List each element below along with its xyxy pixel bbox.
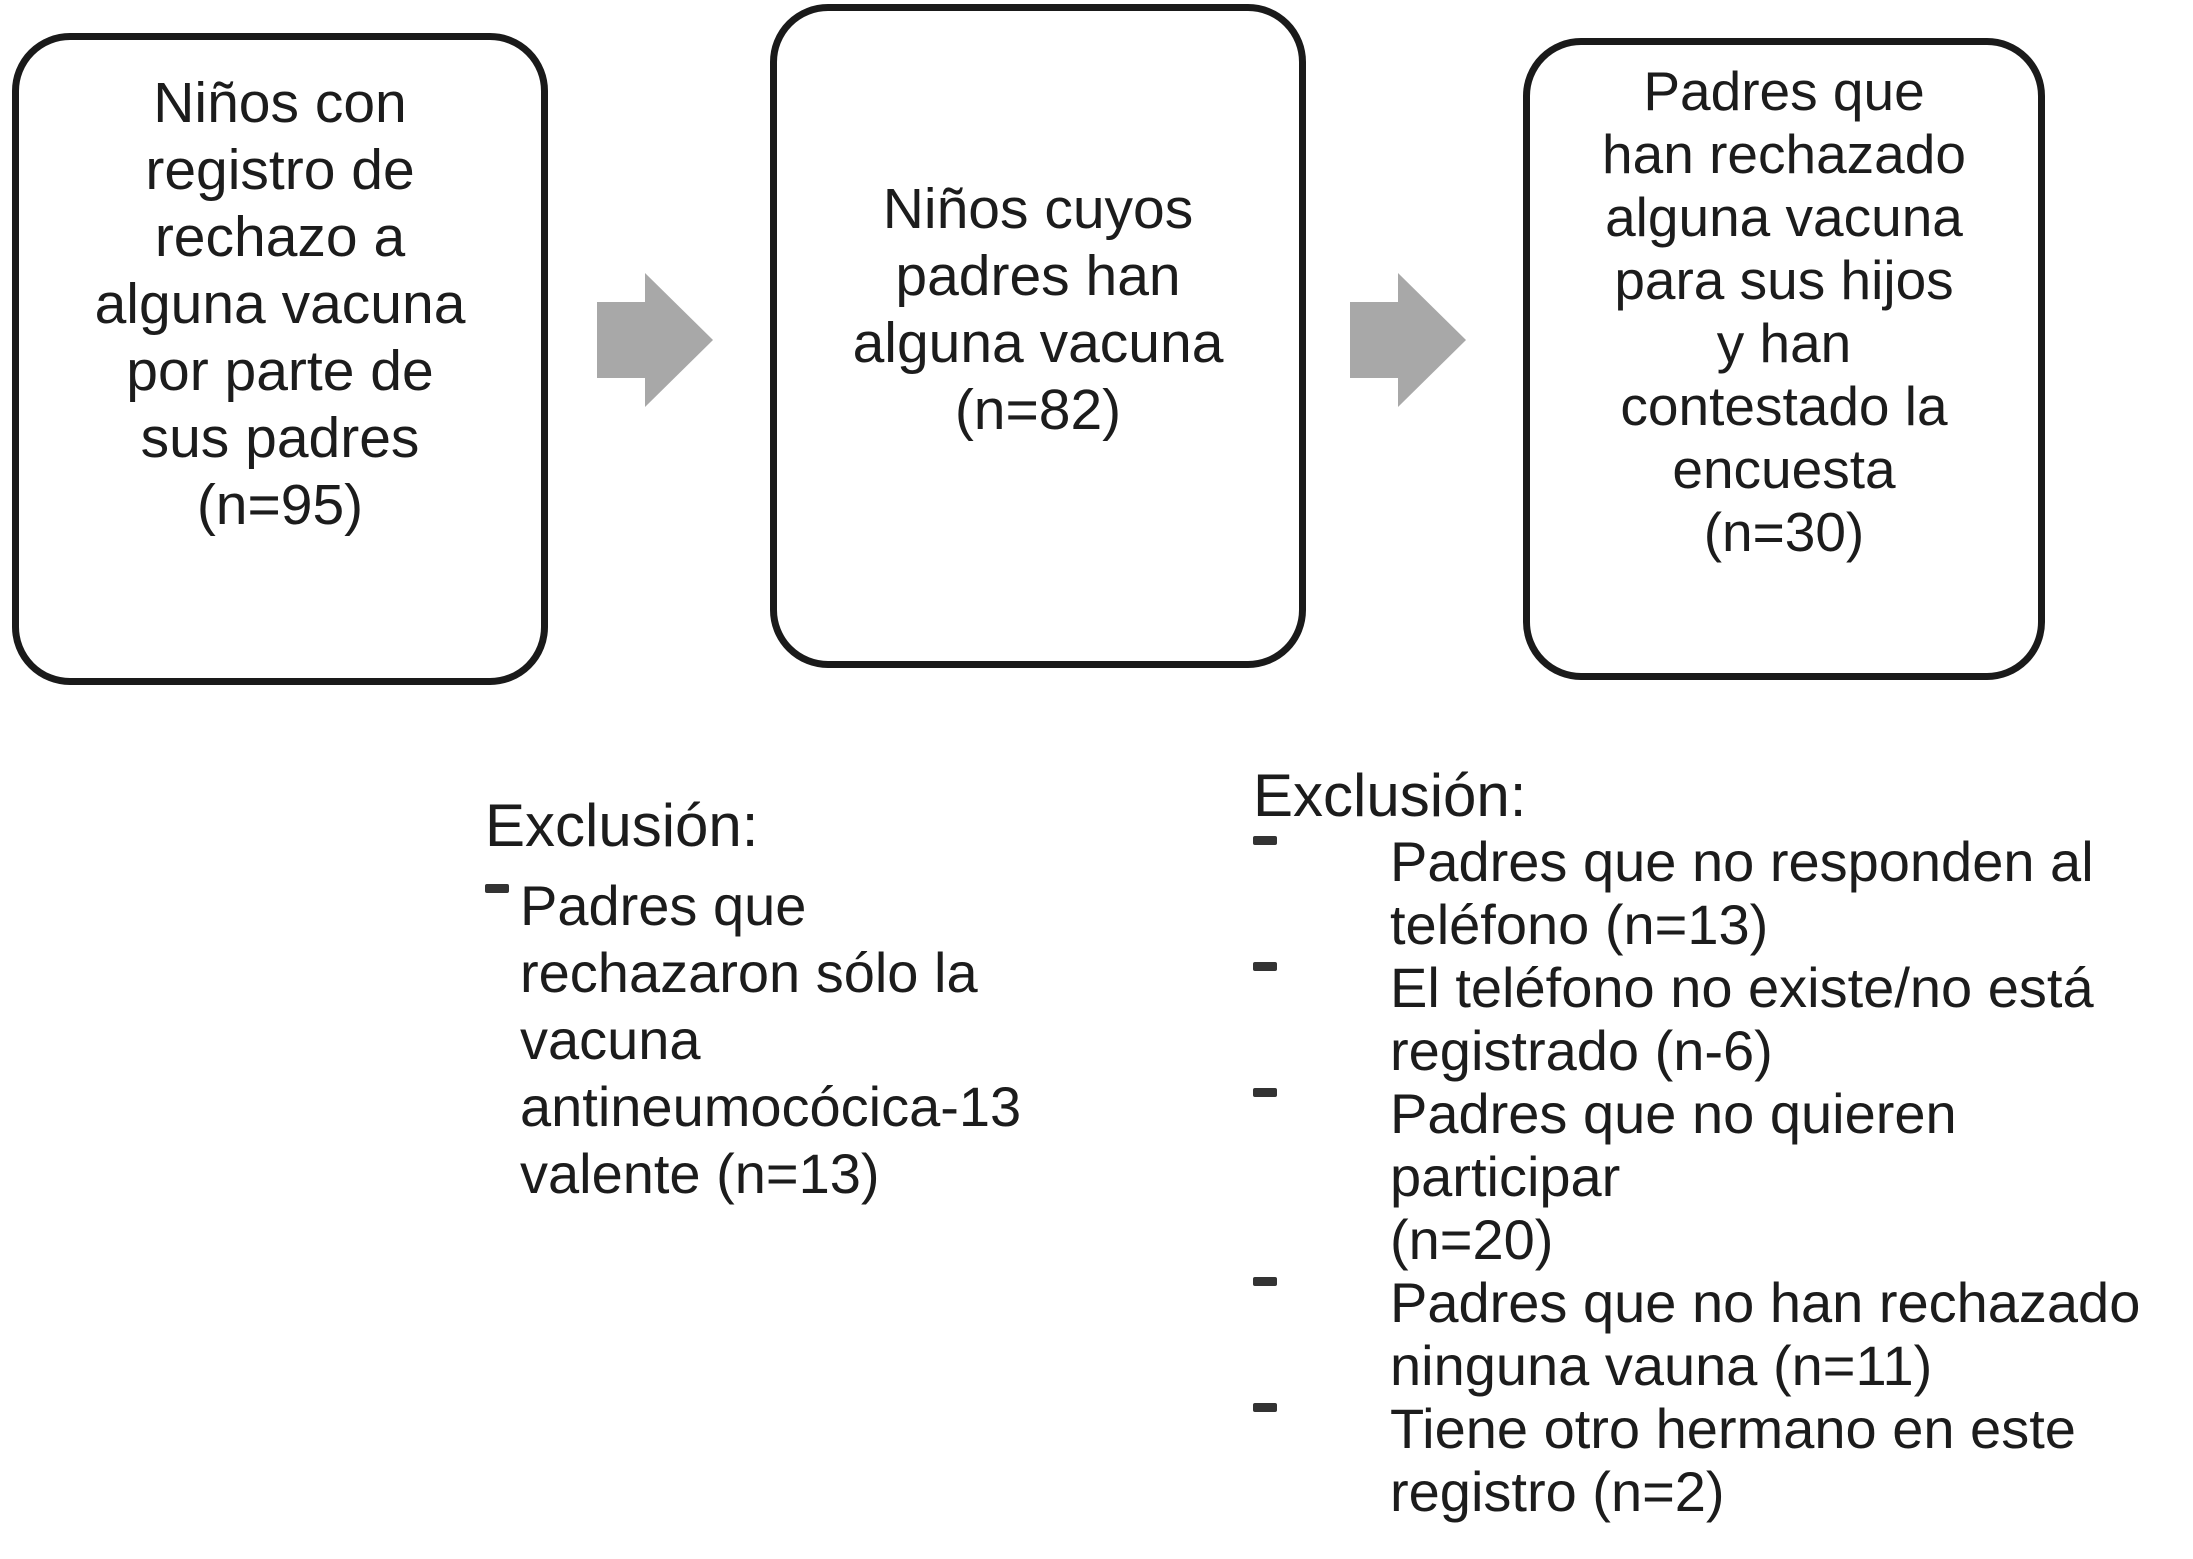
dash-bullet-icon bbox=[1253, 962, 1277, 971]
right-arrow-head bbox=[1398, 273, 1466, 407]
flow-box-children-parents-refused-text: Niños cuyos padres han alguna vacuna (n=… bbox=[852, 177, 1224, 442]
right-arrow-body bbox=[1350, 302, 1399, 378]
flow-box-children-refusal-record: Niños con registro de rechazo a alguna v… bbox=[12, 33, 548, 685]
right-arrow-head bbox=[645, 273, 713, 407]
list-item: El teléfono no existe/no está registrado… bbox=[1253, 956, 2193, 1082]
dash-bullet-icon bbox=[1253, 836, 1277, 845]
exclusion-right-item-text: Padres que no han rechazado ninguna vaun… bbox=[1390, 1271, 2141, 1397]
exclusion-left-item-text: Padres que rechazaron sólo la vacuna ant… bbox=[520, 874, 1022, 1205]
right-arrow-body bbox=[597, 302, 646, 378]
exclusion-list-right: Exclusión: Padres que no responden al te… bbox=[1253, 764, 2193, 1523]
right-arrow-icon bbox=[1350, 273, 1466, 407]
right-arrow-icon bbox=[597, 273, 713, 407]
flow-box-parents-answered-survey-text: Padres que han rechazado alguna vacuna p… bbox=[1602, 60, 1966, 563]
flow-box-children-parents-refused: Niños cuyos padres han alguna vacuna (n=… bbox=[770, 4, 1306, 668]
exclusion-right-item-text: Padres que no responden al teléfono (n=1… bbox=[1390, 830, 2094, 956]
exclusion-right-item-text: Padres que no quieren participar (n=20) bbox=[1390, 1082, 1957, 1271]
list-item: Padres que rechazaron sólo la vacuna ant… bbox=[485, 872, 1125, 1207]
exclusion-right-item-text: Tiene otro hermano en este registro (n=2… bbox=[1390, 1397, 2076, 1523]
dash-bullet-icon bbox=[1253, 1277, 1277, 1286]
flow-box-parents-answered-survey: Padres que han rechazado alguna vacuna p… bbox=[1523, 38, 2045, 680]
dash-bullet-icon bbox=[1253, 1088, 1277, 1097]
exclusion-list-left: Exclusión: Padres que rechazaron sólo la… bbox=[485, 794, 1125, 1207]
exclusion-right-title: Exclusión: bbox=[1253, 762, 1527, 829]
list-item: Padres que no quieren participar (n=20) bbox=[1253, 1082, 2193, 1271]
flow-box-children-refusal-record-text: Niños con registro de rechazo a alguna v… bbox=[94, 71, 466, 537]
dash-bullet-icon bbox=[1253, 1403, 1277, 1412]
list-item: Padres que no responden al teléfono (n=1… bbox=[1253, 830, 2193, 956]
list-item: Tiene otro hermano en este registro (n=2… bbox=[1253, 1397, 2193, 1523]
dash-bullet-icon bbox=[485, 884, 509, 893]
exclusion-left-title: Exclusión: bbox=[485, 792, 759, 859]
list-item: Padres que no han rechazado ninguna vaun… bbox=[1253, 1271, 2193, 1397]
exclusion-right-item-text: El teléfono no existe/no está registrado… bbox=[1390, 956, 2094, 1082]
